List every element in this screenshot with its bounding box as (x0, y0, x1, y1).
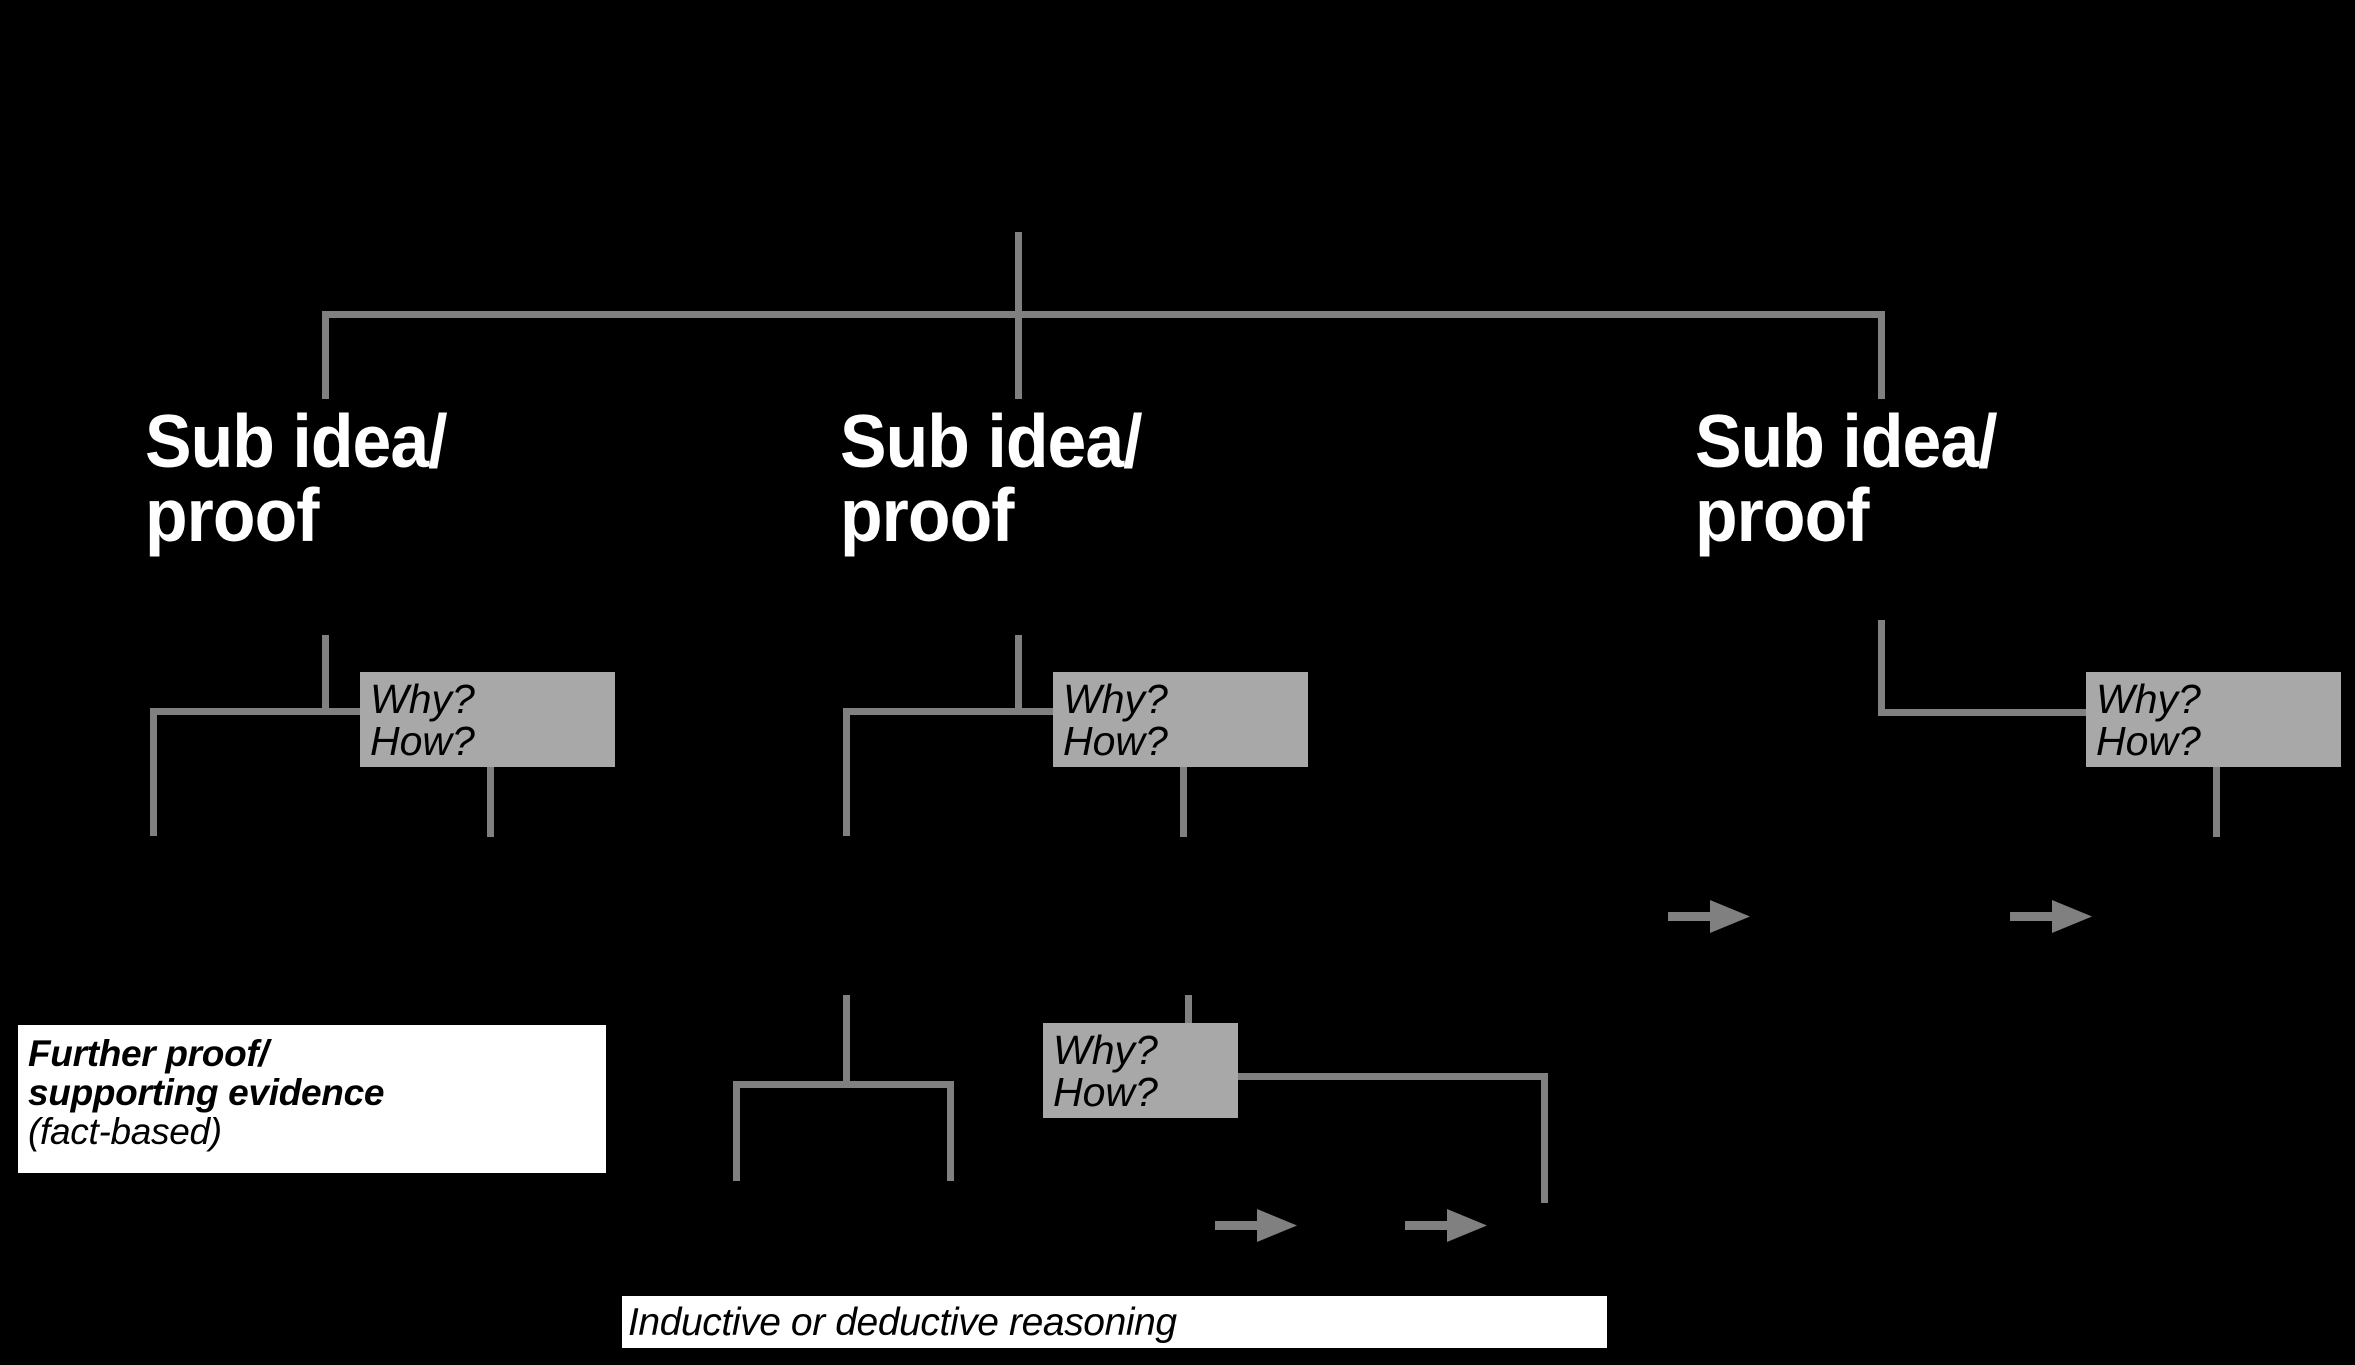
branch-2-why-how-box: Why? How? (1053, 672, 1308, 767)
trunk-vertical-top (1015, 232, 1022, 314)
subtree-right-connector (1238, 1073, 1548, 1080)
branch-2-title: Sub idea/ proof (840, 399, 1143, 557)
branch-3-sub-connector (1878, 709, 2088, 716)
further-proof-strong: Further proof/ supporting evidence (28, 1033, 385, 1113)
trunk-horizontal-connector (322, 311, 1885, 318)
further-proof-note: (fact-based) (28, 1110, 222, 1152)
branch-2-stem (1015, 635, 1022, 713)
branch-1-sub-connector (150, 708, 360, 715)
branch-3-stem (1878, 620, 1885, 716)
arrow-right-2 (2010, 896, 2095, 938)
branch-2-sub-connector (843, 708, 1053, 715)
branch-3-box-descender (2213, 767, 2220, 837)
branch-1-left-descender (150, 708, 157, 836)
branch-3-why-how-box: Why? How? (2086, 672, 2341, 767)
right-arrow-icon (1668, 900, 1750, 933)
branch-1-stem (322, 635, 329, 713)
subtree-right-descender (947, 1081, 954, 1181)
reasoning-band: Inductive or deductive reasoning (622, 1296, 1607, 1348)
branch-1-why-how-box: Why? How? (360, 672, 615, 767)
right-arrow-icon (1215, 1209, 1297, 1242)
right-arrow-icon (1405, 1209, 1487, 1242)
subtree-box-stem (1185, 995, 1192, 1045)
subtree-right-elbow-descender (1541, 1073, 1548, 1203)
arrow-right-4 (1405, 1205, 1490, 1247)
branch-1-title: Sub idea/ proof (145, 399, 448, 557)
trunk-vertical-below (1015, 311, 1022, 399)
branch-2-left-descender (843, 708, 850, 836)
subtree-connector (733, 1081, 954, 1088)
arrow-right-3 (1215, 1205, 1300, 1247)
further-proof-box: Further proof/ supporting evidence (fact… (18, 1025, 606, 1173)
branch-3-title: Sub idea/ proof (1695, 399, 1998, 557)
right-arrow-icon (2010, 900, 2092, 933)
arrow-right-1 (1668, 896, 1753, 938)
subtree-why-how-box: Why? How? (1043, 1023, 1238, 1118)
branch-3-drop-leg (1878, 311, 1885, 399)
branch-2-box-descender (1180, 767, 1187, 837)
branch-1-drop-leg (322, 311, 329, 399)
subtree-stem (843, 995, 850, 1085)
subtree-left-descender (733, 1081, 740, 1181)
branch-1-box-descender (487, 767, 494, 837)
